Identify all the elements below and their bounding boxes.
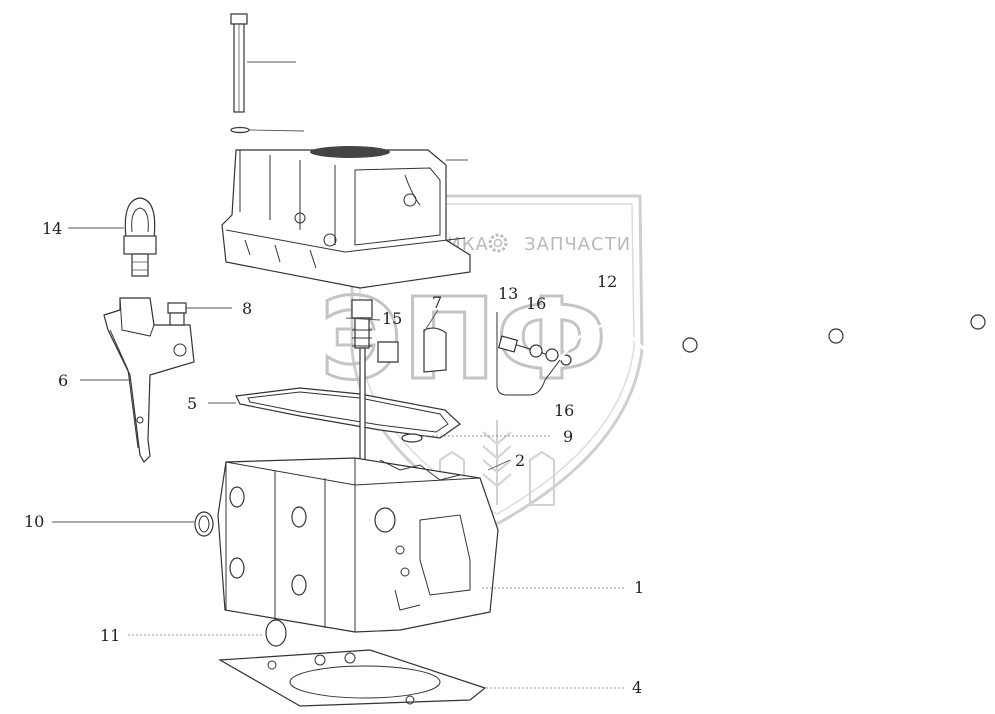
callout-16-bottom: 16 (554, 401, 574, 420)
valve-cover (221, 146, 471, 289)
rocker-bracket (103, 297, 195, 463)
watermark: ТЕХНИКА ЗАПЧАСТИ ЭПФ (319, 194, 644, 526)
core-plug (265, 619, 287, 647)
callout-10: 10 (24, 512, 44, 531)
callout-11: 11 (100, 626, 120, 645)
callout-6: 6 (58, 371, 68, 390)
callout-4: 4 (632, 678, 642, 697)
seal-ring (194, 511, 214, 537)
injector-assembly (351, 299, 447, 489)
callout-16-top: 16 (526, 294, 546, 313)
callout-8: 8 (242, 299, 252, 318)
callout-9: 9 (563, 427, 573, 446)
cylinder-head (217, 457, 499, 633)
bolt-washer (230, 126, 250, 134)
callout-5: 5 (187, 394, 197, 413)
callout-2: 2 (515, 451, 525, 470)
callout-1: 1 (634, 578, 644, 597)
bracket-nut (167, 302, 187, 326)
valve-seal (401, 433, 423, 443)
fuel-line (496, 312, 986, 396)
gear-icon (488, 233, 508, 253)
cover-gasket (235, 387, 461, 439)
lifting-eye-bolt (123, 197, 157, 277)
callout-7: 7 (432, 293, 442, 312)
callout-15: 15 (382, 309, 402, 328)
callout-14: 14 (42, 219, 62, 238)
callout-13: 13 (498, 284, 518, 303)
callout-12: 12 (597, 272, 617, 291)
cover-bolt (230, 13, 248, 113)
watermark-right-text: ЗАПЧАСТИ (524, 234, 631, 255)
head-gasket (217, 649, 487, 707)
